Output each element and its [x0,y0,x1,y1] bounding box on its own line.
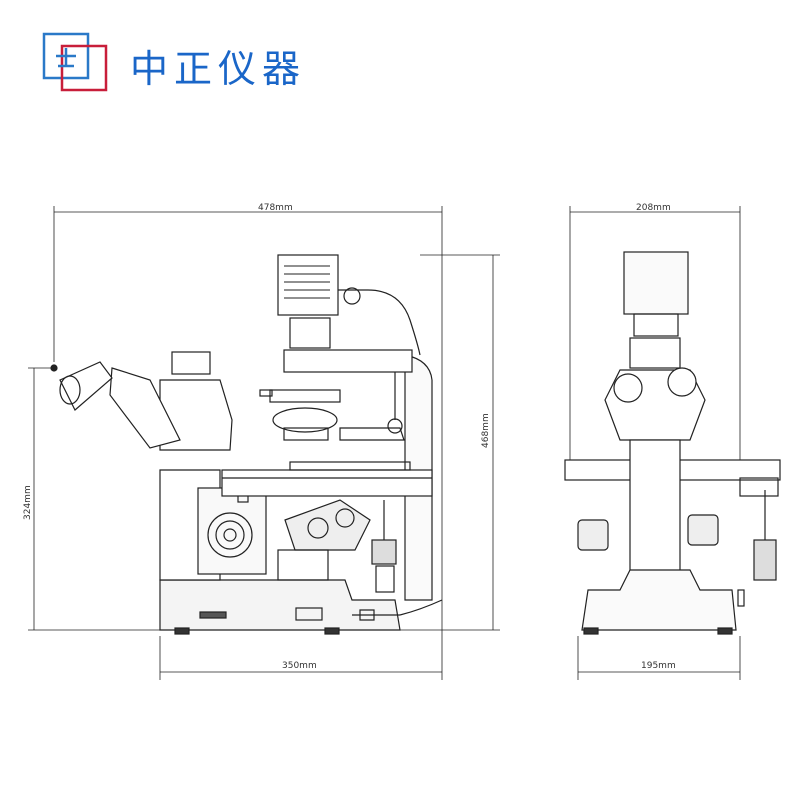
dim-front-width: 208mm [636,203,671,213]
dim-front-base: 195mm [641,661,676,671]
brand-logo-icon [42,32,108,92]
front-view [564,206,781,680]
brand-logo [42,32,108,92]
dim-side-width: 478mm [258,203,293,213]
dim-side-arm-height: 324mm [23,485,33,520]
side-view [28,206,500,680]
dim-side-height: 468mm [481,413,491,448]
dim-side-base: 350mm [282,661,317,671]
brand-name: 中正仪器 [130,47,307,91]
